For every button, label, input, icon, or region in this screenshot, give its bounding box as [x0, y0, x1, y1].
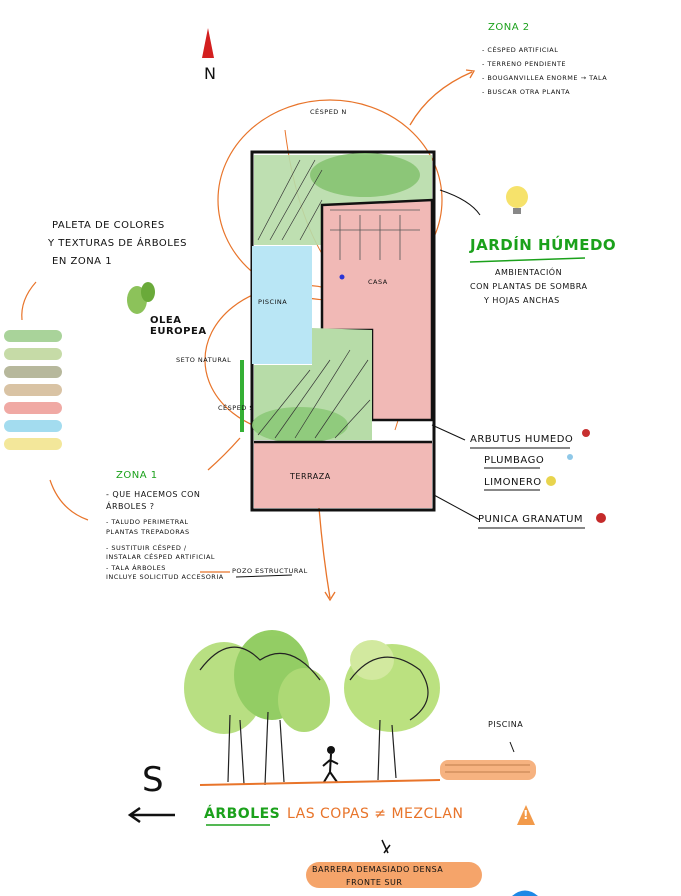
banner-line: FRONTE SUR — [346, 878, 403, 887]
zona1-link-label: POZO ESTRUCTURAL — [232, 567, 308, 575]
swatch-2 — [4, 348, 62, 360]
swatch-7 — [4, 438, 62, 450]
zona2-item: - TERRENO PENDIENTE — [482, 60, 567, 68]
zona1-item: - SUSTITUIR CÉSPED / — [106, 544, 187, 552]
jardin-desc: Y HOJAS ANCHAS — [484, 296, 560, 305]
zona2-item: - CÉSPED ARTIFICIAL — [482, 46, 559, 54]
plant-limonero: LIMONERO — [484, 477, 542, 488]
swatch-1 — [4, 330, 62, 342]
zona1-item: - TALUDO PERIMETRAL — [106, 518, 189, 526]
plant-punica: PUNICA GRANATUM — [478, 514, 584, 525]
section-caption-trees: ÁRBOLES — [204, 806, 281, 822]
plant-plumbago: PLUMBAGO — [484, 455, 545, 466]
warning-icon: ! — [523, 808, 529, 822]
section-side-letter: S — [142, 760, 165, 800]
jardin-title: JARDÍN HÚMEDO — [470, 236, 617, 254]
zona2-item: - BUSCAR OTRA PLANTA — [482, 88, 571, 96]
cesped-label: CÉSPED S — [218, 404, 254, 412]
section-pool-label: PISCINA — [488, 720, 524, 729]
swatch-6 — [4, 420, 62, 432]
green-wall-label: SETO NATURAL — [176, 356, 232, 364]
zona1-item: INSTALAR CÉSPED ARTIFICIAL — [106, 553, 216, 561]
pool-label: PISCINA — [258, 298, 288, 306]
north-edge-label: CÉSPED N — [310, 108, 347, 116]
swatch-5 — [4, 402, 62, 414]
house-label: CASA — [368, 278, 388, 286]
zona2-title: ZONA 2 — [488, 22, 530, 33]
zona1-item: INCLUYE SOLICITUD ACCESORIA — [106, 573, 224, 581]
plant-arbutus: ARBUTUS HUMEDO — [470, 434, 574, 445]
zona1-item: PLANTAS TREPADORAS — [106, 528, 190, 536]
jardin-desc: CON PLANTAS DE SOMBRA — [470, 282, 588, 291]
swatch-4 — [4, 384, 62, 396]
zona1-title: ZONA 1 — [116, 470, 158, 481]
swatch-3 — [4, 366, 62, 378]
palette-title: Y TEXTURAS DE ÁRBOLES — [48, 238, 188, 249]
banner-line: BARRERA DEMASIADO DENSA — [312, 865, 444, 874]
palette-title: EN ZONA 1 — [52, 256, 113, 267]
north-arrow-icon — [202, 28, 214, 58]
palette-title: PALETA DE COLORES — [52, 220, 165, 231]
terrace-label: TERRAZA — [290, 472, 331, 481]
zona2-item: - BOUGANVILLEA ENORME → TALA — [482, 74, 608, 82]
zona1-item: - QUE HACEMOS CON — [106, 490, 201, 499]
olea-label: OLEA EUROPEA — [150, 315, 207, 337]
north-label: N — [204, 64, 217, 83]
section-caption-canopy: LAS COPAS ≠ MEZCLAN — [287, 806, 464, 822]
jardin-desc: AMBIENTACIÓN — [495, 268, 563, 277]
banner-note — [306, 862, 482, 888]
zona1-item: - TALA ÁRBOLES — [106, 564, 166, 572]
zona1-item: ÁRBOLES ? — [106, 502, 155, 511]
